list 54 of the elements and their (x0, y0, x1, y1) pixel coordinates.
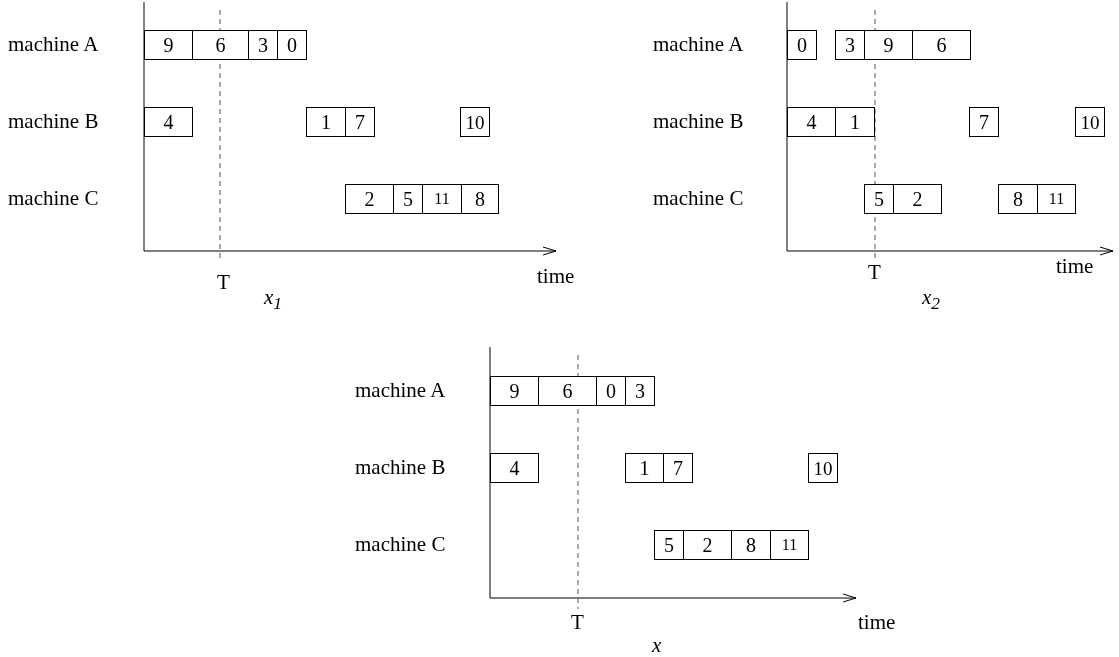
job-block: 11 (770, 530, 809, 560)
row-label: machine A (653, 34, 744, 55)
row-label: machine C (8, 188, 99, 209)
job-block: 0 (787, 30, 817, 60)
job-block: 2 (683, 530, 732, 560)
row-label: machine B (8, 111, 99, 132)
job-block: 2 (345, 184, 394, 214)
job-block: 6 (538, 376, 597, 406)
axis-label: time (858, 612, 896, 633)
schedule-label: x$_{1}$ (264, 287, 283, 313)
schedule-label: x (652, 635, 662, 656)
job-block: 3 (835, 30, 865, 60)
job-block: 1 (306, 107, 346, 137)
job-block: 1 (625, 453, 664, 483)
job-block: 10 (808, 453, 838, 483)
time-marker-label: T (868, 262, 881, 283)
job-block: 5 (654, 530, 684, 560)
row-label: machine A (355, 380, 446, 401)
time-marker-label: T (571, 612, 584, 633)
job-block: 6 (192, 30, 249, 60)
job-block: 8 (998, 184, 1038, 214)
job-block: 9 (144, 30, 193, 60)
job-block: 3 (625, 376, 655, 406)
row-label: machine A (8, 34, 99, 55)
job-block: 10 (1075, 107, 1105, 137)
job-block: 9 (490, 376, 539, 406)
job-block: 1 (835, 107, 875, 137)
time-marker-label: T (217, 272, 230, 293)
job-block: 7 (969, 107, 999, 137)
job-block: 6 (912, 30, 971, 60)
job-block: 5 (393, 184, 423, 214)
axis-label: time (537, 266, 575, 287)
job-block: 9 (864, 30, 913, 60)
job-block: 11 (422, 184, 462, 214)
row-label: machine C (355, 534, 446, 555)
job-block: 5 (864, 184, 894, 214)
job-block: 0 (277, 30, 307, 60)
job-block: 4 (490, 453, 539, 483)
job-block: 8 (461, 184, 499, 214)
job-block: 7 (663, 453, 693, 483)
schedule-label: x$_{2}$ (922, 287, 941, 313)
row-label: machine B (355, 457, 446, 478)
row-label: machine B (653, 111, 744, 132)
job-block: 11 (1037, 184, 1076, 214)
job-block: 8 (731, 530, 771, 560)
job-block: 4 (787, 107, 836, 137)
job-block: 7 (345, 107, 375, 137)
job-block: 3 (248, 30, 278, 60)
row-label: machine C (653, 188, 744, 209)
job-block: 4 (144, 107, 193, 137)
job-block: 2 (893, 184, 942, 214)
axis-label: time (1056, 256, 1094, 277)
job-block: 10 (460, 107, 490, 137)
job-block: 0 (596, 376, 626, 406)
